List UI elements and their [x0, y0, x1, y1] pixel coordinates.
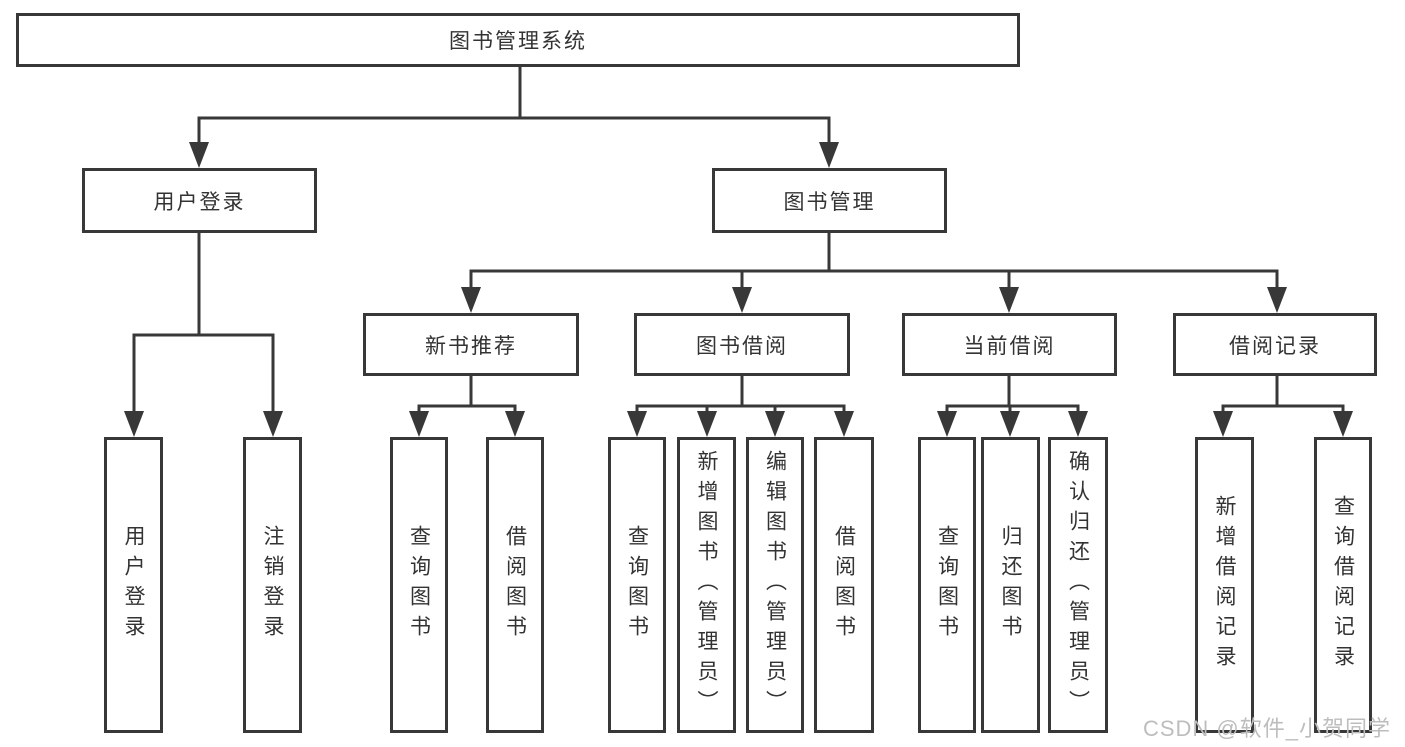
arrow-icon	[1267, 287, 1287, 313]
arrow-icon	[732, 287, 752, 313]
node-recommend-borrow-books-label: 借阅图书	[503, 525, 528, 645]
node-borrow-query-books: 查询图书	[608, 437, 666, 733]
node-current-borrow: 当前借阅	[902, 313, 1117, 376]
arrow-icon	[189, 142, 209, 168]
node-login-label: 用户登录	[122, 525, 146, 645]
node-borrow-edit-books-admin-label: 编辑图书（管理员）	[763, 450, 788, 720]
watermark: CSDN @软件_小贺同学	[1142, 716, 1391, 741]
arrow-icon	[765, 411, 785, 437]
node-borrow-query-books-label: 查询图书	[625, 525, 650, 645]
arrow-icon	[461, 287, 481, 313]
node-user-login: 用户登录	[82, 168, 317, 233]
node-current-query-books: 查询图书	[918, 437, 976, 733]
arrow-icon	[834, 411, 854, 437]
node-records-add-record-label: 新增借阅记录	[1213, 495, 1237, 675]
node-root: 图书管理系统	[16, 13, 1020, 67]
connector-book-borrow	[635, 374, 846, 427]
node-book-management: 图书管理	[712, 168, 947, 233]
arrow-icon	[1000, 411, 1020, 437]
node-current-borrow-label: 当前借阅	[963, 333, 1056, 358]
node-current-confirm-return-admin: 确认归还（管理员）	[1048, 437, 1108, 733]
arrow-icon	[819, 142, 839, 168]
node-recommend-borrow-books: 借阅图书	[486, 437, 544, 733]
node-book-borrow-label: 图书借阅	[696, 333, 788, 358]
node-borrow-add-books-admin: 新增图书（管理员）	[677, 437, 736, 733]
arrow-icon	[697, 411, 717, 437]
node-book-borrow: 图书借阅	[634, 313, 850, 376]
node-logout-label: 注销登录	[261, 525, 285, 645]
node-login: 用户登录	[104, 437, 163, 733]
node-current-return-books: 归还图书	[981, 437, 1040, 733]
arrow-icon	[505, 411, 525, 437]
node-records-query-record: 查询借阅记录	[1314, 437, 1372, 733]
node-borrow-borrow-books: 借阅图书	[814, 437, 874, 733]
arrow-icon	[999, 287, 1019, 313]
arrow-icon	[937, 411, 957, 437]
node-current-confirm-return-admin-label: 确认归还（管理员）	[1066, 450, 1091, 720]
arrow-icon	[1068, 411, 1088, 437]
node-new-book-recommend: 新书推荐	[363, 313, 579, 376]
connector-book-management	[469, 231, 1279, 303]
node-book-management-label: 图书管理	[783, 189, 876, 214]
node-user-login-label: 用户登录	[153, 189, 246, 214]
connector-new-book-recommend	[417, 374, 517, 427]
node-records-query-record-label: 查询借阅记录	[1331, 495, 1356, 675]
node-recommend-query-books-label: 查询图书	[407, 525, 432, 645]
node-current-query-books-label: 查询图书	[935, 525, 960, 645]
arrow-icon	[409, 411, 429, 437]
node-records-add-record: 新增借阅记录	[1195, 437, 1254, 733]
node-recommend-query-books: 查询图书	[390, 437, 448, 733]
node-borrow-edit-books-admin: 编辑图书（管理员）	[746, 437, 804, 733]
node-root-label: 图书管理系统	[449, 29, 587, 53]
node-current-return-books-label: 归还图书	[999, 525, 1023, 645]
arrow-icon	[1333, 411, 1353, 437]
arrow-icon	[1213, 411, 1233, 437]
node-borrow-borrow-books-label: 借阅图书	[832, 525, 857, 645]
arrow-icon	[627, 411, 647, 437]
arrowheads	[124, 142, 1353, 437]
node-borrow-records: 借阅记录	[1173, 313, 1377, 376]
connector-borrow-records	[1221, 374, 1345, 427]
connector-root	[197, 65, 831, 158]
node-logout: 注销登录	[243, 437, 302, 733]
node-borrow-records-label: 借阅记录	[1229, 333, 1321, 358]
connector-user-login	[132, 231, 275, 427]
node-borrow-add-books-admin-label: 新增图书（管理员）	[695, 450, 719, 720]
arrow-icon	[263, 411, 283, 437]
arrow-icon	[124, 411, 144, 437]
node-new-book-recommend-label: 新书推荐	[425, 333, 517, 358]
